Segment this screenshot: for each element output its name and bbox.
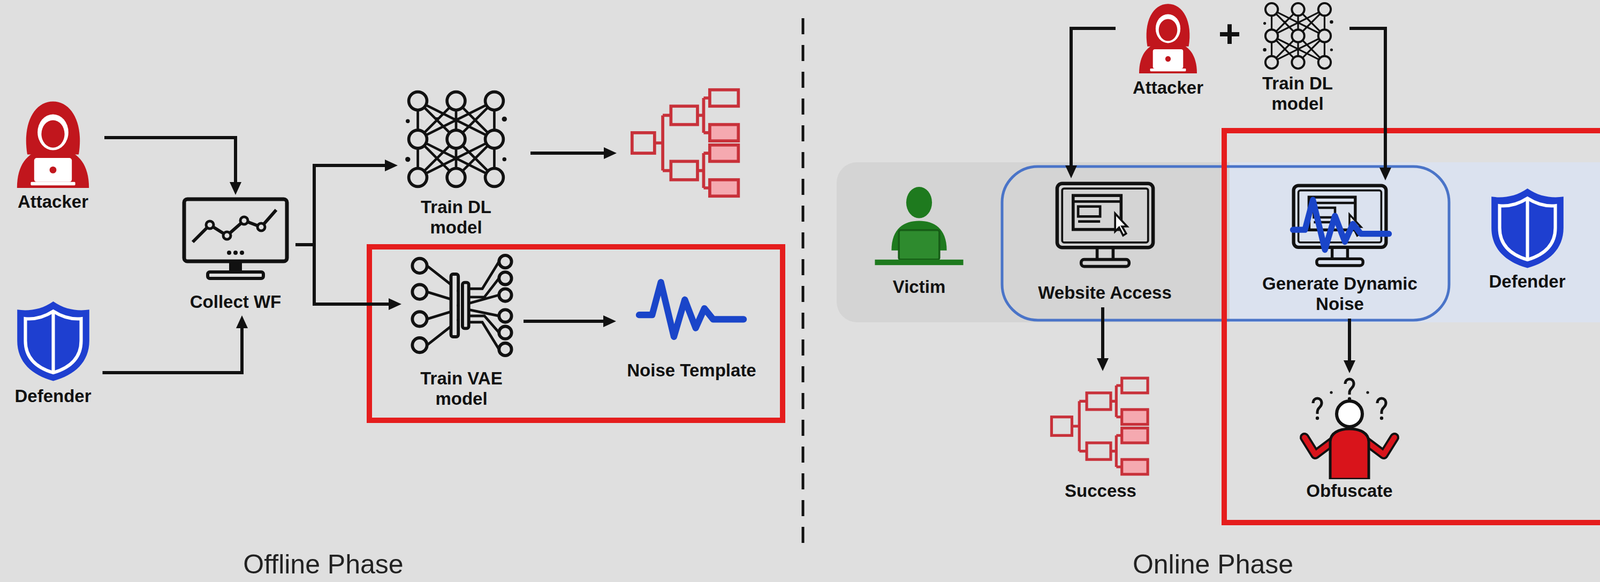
icon-node: Train DL model <box>1252 1 1344 115</box>
node-label: Success <box>1044 480 1157 502</box>
icon-node: Generate Dynamic Noise <box>1259 183 1421 315</box>
node-label: Attacker <box>1121 77 1215 98</box>
grey-band <box>836 162 1230 323</box>
connector-line <box>104 137 236 183</box>
wave-icon <box>639 282 744 337</box>
icon-node: Noise Template <box>623 275 760 381</box>
blue-band <box>1229 162 1600 323</box>
highlight-box <box>369 246 783 421</box>
connector-line <box>523 319 604 323</box>
node-label: Obfuscate <box>1293 480 1406 502</box>
arrow-line <box>530 151 604 155</box>
connector-line <box>1347 318 1352 361</box>
monitor-icon <box>184 199 287 279</box>
connector-line <box>1071 28 1116 166</box>
phase-title: Online Phase <box>1132 548 1294 581</box>
connector-line <box>295 165 385 245</box>
arrow-head <box>384 159 398 172</box>
icon-node: Defender <box>1484 186 1571 292</box>
node-label: Collect WF <box>179 291 292 313</box>
node-label: Train VAE model <box>419 368 504 409</box>
node-label: Victim <box>870 276 968 298</box>
arrow-head <box>236 315 248 329</box>
node-label: Defender <box>1484 271 1571 292</box>
node-label: Train DL model <box>1261 73 1335 115</box>
arrow-head <box>229 182 242 195</box>
arrow-connector <box>1349 28 1392 181</box>
icon-node: Defender <box>10 299 97 407</box>
arrow-head <box>1065 165 1078 179</box>
monitor-icon <box>1057 183 1154 267</box>
arrow-connector <box>295 159 398 245</box>
arrow-connector <box>295 244 402 310</box>
attacker-icon <box>1139 3 1197 74</box>
arrow-connector <box>104 137 242 195</box>
victim-icon <box>874 186 963 265</box>
node-label: Attacker <box>8 191 98 212</box>
arrow-connector <box>1065 28 1116 179</box>
phase-divider <box>801 18 805 547</box>
wave-icon <box>1292 199 1389 250</box>
defender-icon <box>1491 188 1564 268</box>
arrow-head <box>1096 358 1109 371</box>
icon-node: Website Access <box>1034 181 1175 303</box>
node-label: Defender <box>10 385 97 407</box>
node-label: Generate Dynamic Noise <box>1261 273 1419 315</box>
vae-icon <box>412 255 512 356</box>
connector-line <box>102 328 243 373</box>
arrow-connector <box>1096 307 1109 371</box>
icon-node: Victim <box>870 183 968 298</box>
icon-node: Attacker <box>1121 1 1215 98</box>
defender-icon <box>17 301 90 381</box>
arrow-head <box>603 147 617 159</box>
plus-sign: + <box>1218 14 1241 53</box>
network-icon <box>1262 3 1333 69</box>
network-icon <box>405 92 507 187</box>
arrow-connector <box>1343 318 1356 374</box>
icon-node: Train VAE model <box>405 253 518 409</box>
icon-node: Attacker <box>8 96 98 212</box>
tree-icon <box>632 89 739 197</box>
icon-node: Obfuscate <box>1293 377 1406 502</box>
attacker-icon <box>17 101 89 188</box>
icon-node: Success <box>1044 375 1157 502</box>
tree-icon <box>1051 377 1148 475</box>
arrow-connector <box>102 315 249 373</box>
connector-line <box>1349 28 1386 168</box>
arrow-head <box>603 315 617 328</box>
icon-node: Train DL model <box>402 88 511 238</box>
arrow-head <box>388 298 402 310</box>
confused-icon <box>1304 378 1395 480</box>
arrow-head <box>1379 167 1392 181</box>
node-label: Train DL model <box>419 196 494 238</box>
connector-line <box>295 244 389 305</box>
highlight-box <box>1224 130 1600 523</box>
icon-node: Collect WF <box>179 196 292 313</box>
node-label: Website Access <box>1034 282 1175 303</box>
phase-title: Offline Phase <box>243 548 404 581</box>
node-label: Noise Template <box>623 360 760 381</box>
arrow-connector <box>523 315 617 328</box>
connector-line <box>1101 307 1105 359</box>
arrow-head <box>1343 360 1356 374</box>
